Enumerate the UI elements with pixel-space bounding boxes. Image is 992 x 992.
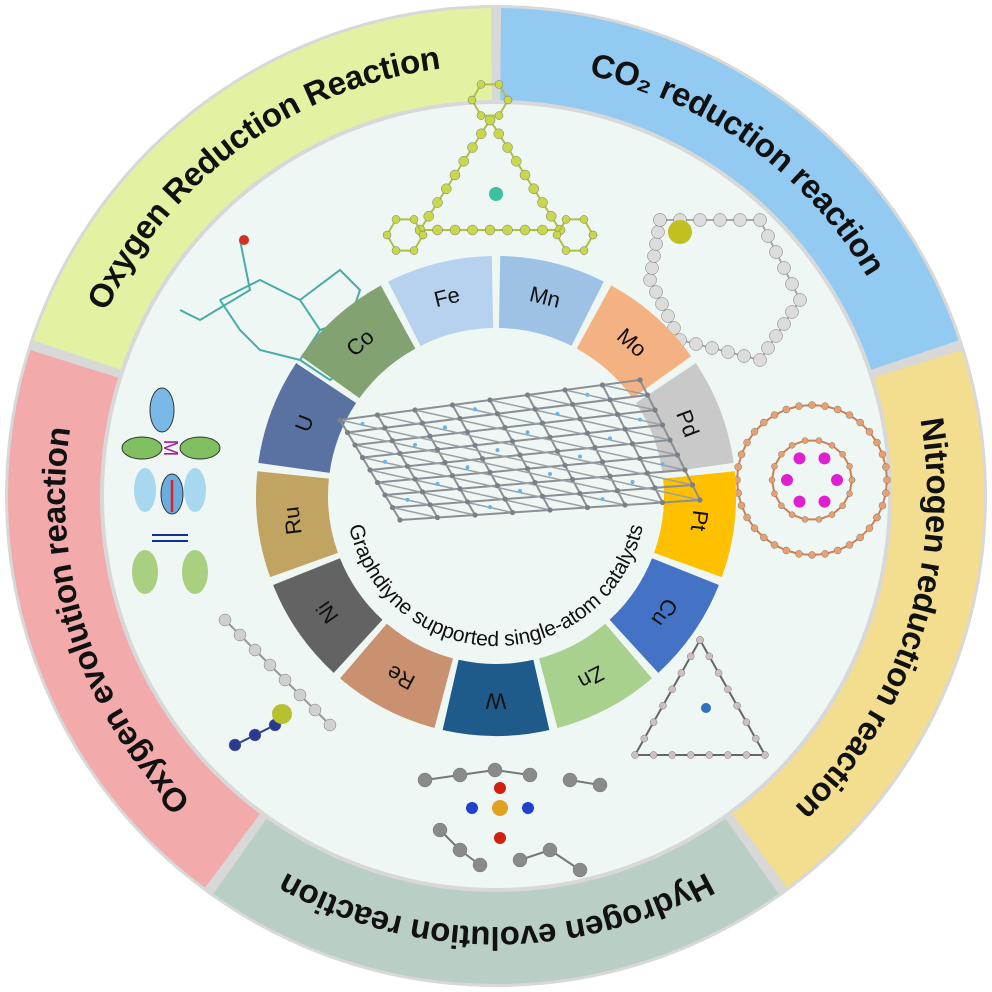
segment-oxygen-evolution-reaction <box>8 350 260 888</box>
element-segment-mn <box>498 256 604 346</box>
gray-bipyramid-molecule <box>417 762 608 793</box>
gray-bipyramid-molecule-lower <box>432 822 588 878</box>
magenta-atom <box>781 474 793 486</box>
nitrogen-chain <box>228 718 282 752</box>
element-label-w: W <box>485 689 506 714</box>
molecule-illustrations: M <box>121 80 891 878</box>
orange-hexagon-molecule <box>733 401 891 559</box>
ligand-atom <box>494 832 506 844</box>
magenta-atom <box>831 474 843 486</box>
segment-oxygen-reduction-reaction <box>33 8 492 370</box>
segment-hydrogen-evolution-reaction <box>213 818 779 984</box>
magenta-atom <box>818 452 831 465</box>
oxygen-atom <box>239 235 249 245</box>
ligand-atom <box>494 782 506 794</box>
yellow-hexagons <box>382 80 598 255</box>
graphdiyne-sheet-illustration <box>337 377 703 523</box>
element-segment-zn <box>539 623 652 728</box>
metal-symbol: M <box>159 440 181 457</box>
orbital-diagram: M <box>121 387 221 594</box>
element-segment-co <box>300 285 416 399</box>
element-segment-pd <box>635 363 734 473</box>
single-atom-blue <box>701 703 711 713</box>
element-segment-fe <box>388 256 494 346</box>
element-segment-re <box>340 623 453 728</box>
element-segment-u <box>258 363 357 473</box>
element-label-ru: Ru <box>278 505 306 536</box>
gray-ring-molecule <box>643 213 807 367</box>
segment-co-reduction-reaction <box>500 8 959 370</box>
triangle-complex-molecule <box>631 636 769 759</box>
element-segment-mo <box>576 285 692 399</box>
single-atom-teal <box>489 187 503 201</box>
orange-inner-hexagon <box>768 437 856 523</box>
element-label-fe: Fe <box>431 282 462 312</box>
element-segment-cu <box>609 558 719 673</box>
magenta-atom <box>793 495 806 508</box>
element-segment-w <box>442 659 550 736</box>
gray-chain-molecule <box>218 613 337 732</box>
magenta-atom <box>818 495 831 508</box>
element-label-pt: Pt <box>686 509 713 533</box>
element-segment-ni <box>273 558 383 673</box>
magenta-atom <box>793 452 806 465</box>
single-atom-yellowgreen <box>272 704 292 724</box>
ligand-atom <box>522 802 534 814</box>
element-segment-pt <box>654 471 737 578</box>
segment-nitrogen-reduction-reaction <box>732 350 984 888</box>
single-atom-orange <box>492 800 508 816</box>
yellow-triangle-molecule <box>414 114 566 236</box>
ligand-atom <box>466 802 478 814</box>
element-segment-ru <box>255 471 338 578</box>
single-atom-yellow <box>668 220 692 244</box>
